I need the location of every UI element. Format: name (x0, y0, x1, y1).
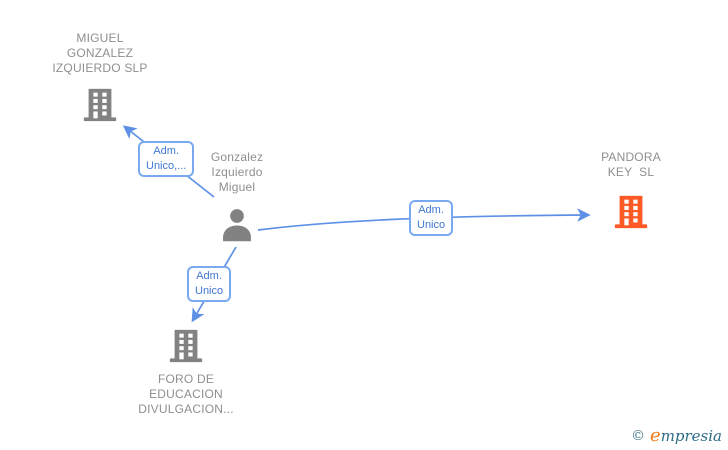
node-label: FORO DE EDUCACION DIVULGACION... (138, 372, 234, 416)
node-miguel-gonzalez-izquierdo-slp[interactable]: MIGUEL GONZALEZ IZQUIERDO SLP (25, 31, 175, 124)
building-icon (81, 86, 119, 124)
node-gonzalez-izquierdo-miguel[interactable]: Gonzalez Izquierdo Miguel (162, 150, 312, 243)
edge-label-adm-unico-right: Adm. Unico (409, 200, 454, 236)
node-label: MIGUEL GONZALEZ IZQUIERDO SLP (52, 31, 148, 75)
copyright-icon: © (630, 428, 645, 444)
edge-label-adm-unico-top: Adm. Unico,... (138, 141, 195, 177)
node-label: Gonzalez Izquierdo Miguel (210, 150, 264, 194)
brand-initial: e (650, 425, 661, 446)
node-foro-de-educacion-divulgacion[interactable]: FORO DE EDUCACION DIVULGACION... (111, 327, 261, 417)
brand-name: mpresia (660, 427, 722, 445)
building-icon (167, 327, 205, 365)
person-icon (219, 207, 255, 243)
node-label: PANDORA KEY SL (601, 150, 661, 179)
building-icon (612, 193, 650, 231)
node-pandora-key-sl[interactable]: PANDORA KEY SL (556, 150, 706, 231)
edge-label-adm-unico-bottom: Adm. Unico (187, 266, 232, 302)
edge-person-to-right-company (257, 208, 591, 231)
empresia-logo[interactable]: © empresia (631, 425, 722, 446)
